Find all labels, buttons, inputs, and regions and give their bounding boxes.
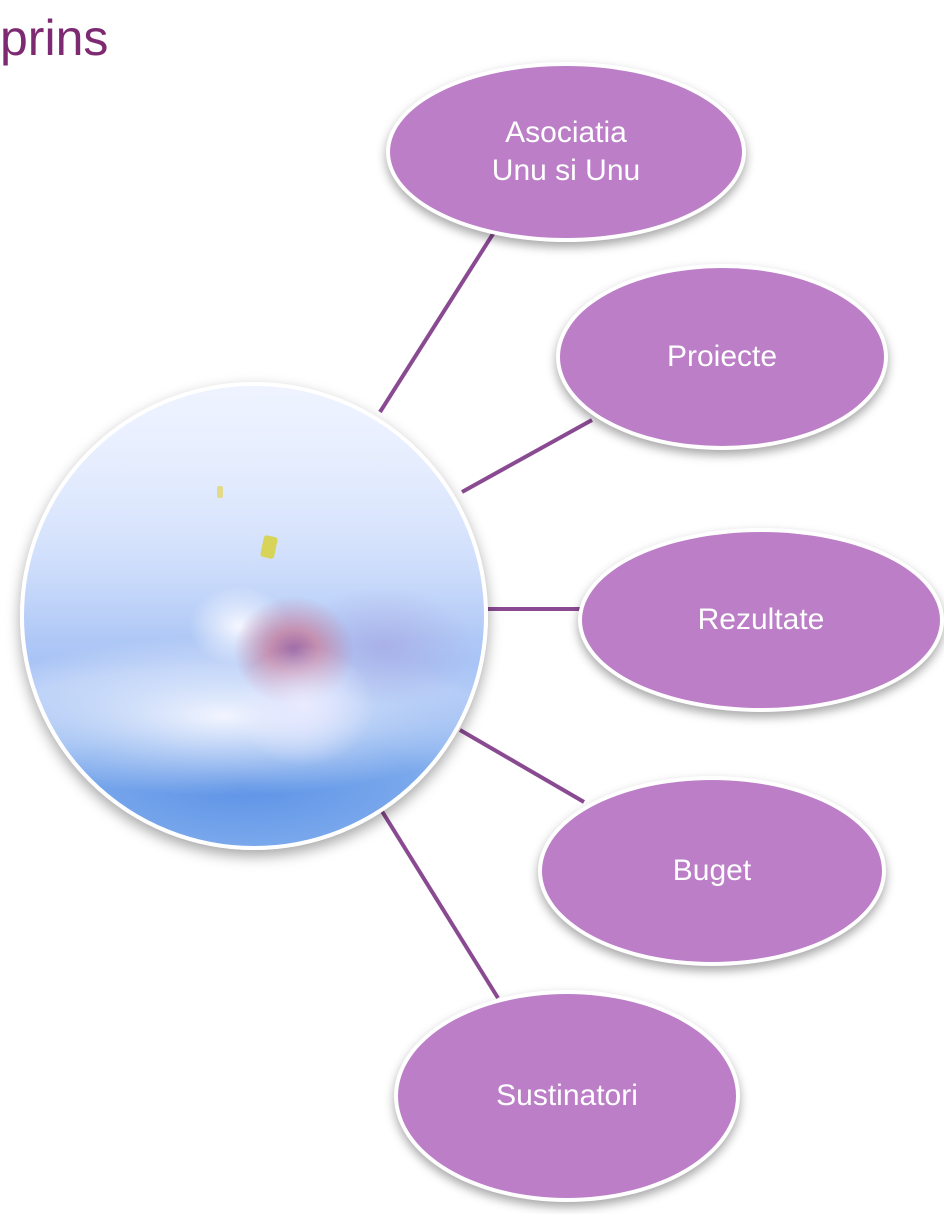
node-buget[interactable]: Buget (538, 776, 886, 966)
node-rezultate[interactable]: Rezultate (578, 528, 944, 712)
node-asociatia[interactable]: Asociatia Unu si Unu (386, 62, 746, 242)
node-proiecte-label: Proiecte (666, 340, 778, 373)
connector-sustinatori (378, 806, 500, 1000)
node-sustinatori[interactable]: Sustinatori (394, 990, 740, 1202)
node-rezultate-label: Rezultate (697, 603, 825, 636)
slide-title: prins (0, 10, 109, 66)
node-sustinatori-label: Sustinatori (496, 1079, 638, 1112)
connector-asociatia (378, 224, 500, 414)
tube-clip-small (217, 486, 223, 498)
node-buget-label: Buget (672, 854, 752, 887)
connector-buget (458, 728, 586, 804)
node-asociatia-label: Asociatia Unu si Unu (491, 116, 641, 187)
center-photo-circle (20, 382, 488, 850)
node-proiecte[interactable]: Proiecte (556, 264, 888, 450)
